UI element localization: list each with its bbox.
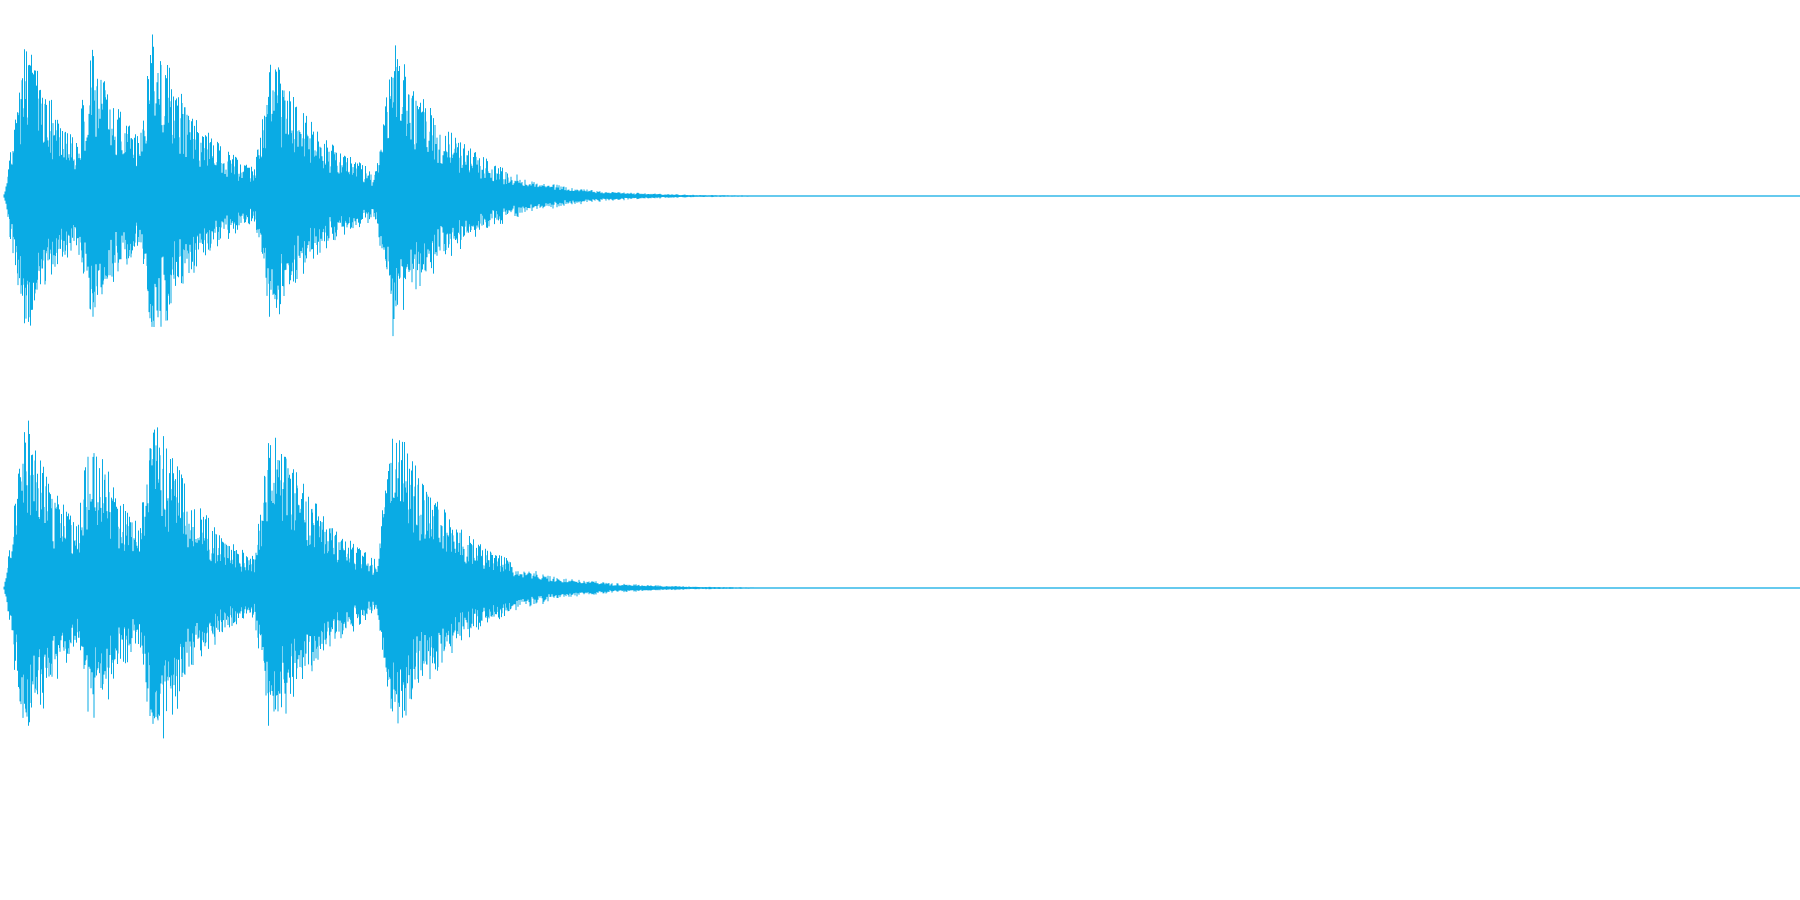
waveform-samples [3,420,759,739]
channel-1-waveform [3,34,1800,337]
waveform-samples [3,34,749,337]
channel-2-waveform [3,420,1800,739]
